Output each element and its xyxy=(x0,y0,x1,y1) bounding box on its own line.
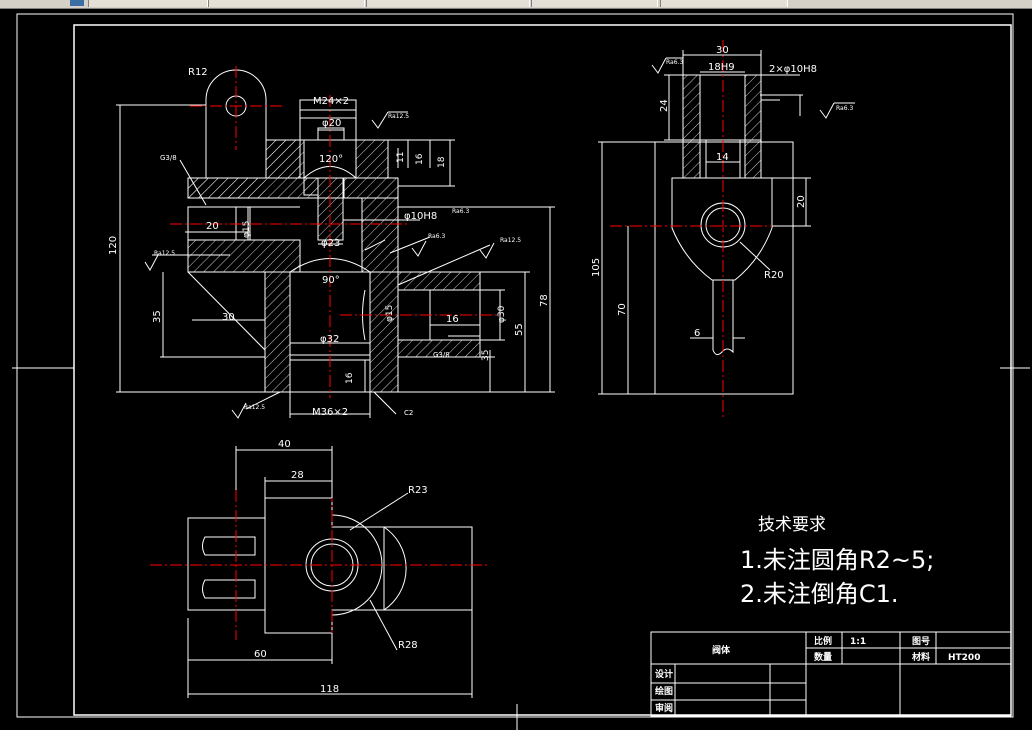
title-block-text: 阀体 比例 1:1 数量 图号 材料 HT200 设计 绘图 审阅 xyxy=(655,635,980,714)
reviewer-label: 审阅 xyxy=(655,702,673,714)
label-dim60: 60 xyxy=(254,649,267,660)
label-dim6: 6 xyxy=(694,328,700,339)
material-value: HT200 xyxy=(948,653,980,663)
document-icon xyxy=(70,0,84,6)
drafter-label: 绘图 xyxy=(655,685,673,697)
front-view xyxy=(116,66,555,418)
scale-value: 1:1 xyxy=(850,637,866,647)
label-phi30: φ30 xyxy=(497,305,507,323)
label-dim55: 55 xyxy=(514,323,525,336)
label-phi23: φ23 xyxy=(321,238,340,249)
roughness-label: Ra12.5 xyxy=(244,404,265,411)
label-g38b: G3/8 xyxy=(433,351,450,359)
toolbar-tab[interactable] xyxy=(366,0,530,7)
label-holes: 2×φ10H8 xyxy=(769,64,817,75)
label-dim20: 20 xyxy=(206,221,219,232)
tech-req-title: 技术要求 xyxy=(758,515,826,535)
label-phi15b: φ15 xyxy=(385,305,395,322)
side-view-text: 30 18H9 2×φ10H8 24 14 20 105 70 R20 6 Ra… xyxy=(591,45,853,339)
label-angle90: 90° xyxy=(322,275,340,286)
top-view-text: 40 28 R23 R28 60 118 xyxy=(254,439,428,695)
label-dim16c: 16 xyxy=(345,372,355,384)
tech-req-line2: 2.未注倒角C1. xyxy=(740,580,899,608)
drawing-no-label: 图号 xyxy=(912,636,930,647)
label-r12: R12 xyxy=(188,67,208,78)
side-view xyxy=(598,40,855,420)
label-dim16a: 16 xyxy=(415,153,425,165)
roughness-label: Ra6.3 xyxy=(452,208,469,215)
roughness-label: Ra6.3 xyxy=(836,105,853,112)
label-dim78: 78 xyxy=(539,294,550,307)
label-dim105: 105 xyxy=(591,258,602,277)
label-phi20: φ20 xyxy=(322,118,341,129)
label-dim16b: 16 xyxy=(446,314,459,325)
front-view-roughness xyxy=(144,111,495,419)
label-dim28: 28 xyxy=(291,470,304,481)
scale-label: 比例 xyxy=(814,635,832,647)
label-dim30: 30 xyxy=(716,45,729,56)
material-label: 材料 xyxy=(911,651,930,663)
cad-drawing-canvas[interactable]: R12 M24×2 φ20 120° 11 16 18 G3/8 20 φ15 … xyxy=(0,9,1032,730)
lug-outline xyxy=(205,69,267,178)
label-r23: R23 xyxy=(408,485,428,496)
toolbar-tab[interactable] xyxy=(660,0,788,7)
label-dim11: 11 xyxy=(396,152,406,163)
label-dim24: 24 xyxy=(659,99,670,112)
label-dim14: 14 xyxy=(716,152,729,163)
label-dim18h9: 18H9 xyxy=(708,62,735,73)
label-dim20: 20 xyxy=(796,195,807,208)
technical-requirements: 技术要求 1.未注圆角R2~5; 2.未注倒角C1. xyxy=(740,515,934,608)
qty-label: 数量 xyxy=(814,651,832,663)
label-dim120: 120 xyxy=(108,236,119,255)
label-g38a: G3/8 xyxy=(160,154,177,162)
roughness-label: Ra6.3 xyxy=(666,59,683,66)
label-r20: R20 xyxy=(764,270,784,281)
toolbar-tab[interactable] xyxy=(531,0,658,7)
label-dim30: 30 xyxy=(222,312,235,323)
label-angle120: 120° xyxy=(319,154,343,165)
label-r28: R28 xyxy=(398,640,418,651)
label-phi32: φ32 xyxy=(320,334,339,345)
label-dim18: 18 xyxy=(437,156,447,168)
roughness-label: Ra12.5 xyxy=(388,113,409,120)
roughness-label: Ra12.5 xyxy=(500,237,521,244)
designer-label: 设计 xyxy=(655,668,673,680)
label-dim118: 118 xyxy=(320,684,339,695)
label-phi10: φ10H8 xyxy=(404,211,437,222)
top-view xyxy=(150,446,490,698)
sheet-border xyxy=(12,13,1030,730)
label-c2: C2 xyxy=(404,409,413,417)
label-phi15a: φ15 xyxy=(242,221,252,238)
toolbar-tab[interactable] xyxy=(88,0,208,7)
title-block xyxy=(650,631,1012,717)
label-dim70: 70 xyxy=(617,303,628,316)
label-m36: M36×2 xyxy=(312,407,348,418)
roughness-label: Ra6.3 xyxy=(428,233,445,240)
label-dim40: 40 xyxy=(278,439,291,450)
toolbar-tab[interactable] xyxy=(208,0,365,7)
front-view-text: R12 M24×2 φ20 120° 11 16 18 G3/8 20 φ15 … xyxy=(108,67,550,418)
roughness-label: Ra12.5 xyxy=(154,250,175,257)
label-m24: M24×2 xyxy=(313,96,349,107)
tech-req-line1: 1.未注圆角R2~5; xyxy=(740,546,934,574)
toolbar-strip xyxy=(0,0,1032,9)
part-name: 阀体 xyxy=(712,644,731,656)
label-dim35b: 35 xyxy=(481,350,491,361)
label-dim35a: 35 xyxy=(152,310,163,323)
